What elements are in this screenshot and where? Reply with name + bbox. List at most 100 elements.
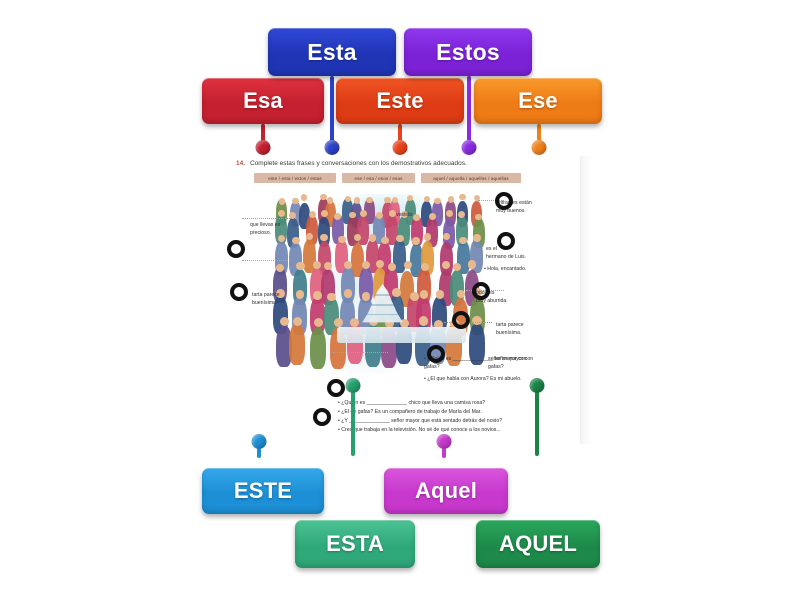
crowd-figure-head <box>375 260 385 269</box>
crowd-figure-head <box>458 211 466 219</box>
connector-stem <box>351 384 355 456</box>
crowd-figure <box>298 202 310 229</box>
crowd-figure-head <box>409 291 419 301</box>
crowd-figure-head <box>353 233 362 242</box>
crowd-figure <box>356 215 369 246</box>
crowd-figure-head <box>368 234 377 242</box>
drop-target-t5[interactable] <box>472 282 490 300</box>
crowd-figure-head <box>459 236 467 245</box>
connector-aquel <box>529 378 545 465</box>
label-ese[interactable]: Ese <box>474 78 602 124</box>
dialogue-line: • ¿Quién es ______________ señor mayor c… <box>424 356 534 362</box>
crowd-figure-head <box>453 262 462 271</box>
crowd-figure-head <box>384 197 391 204</box>
label-esta[interactable]: ESTA <box>295 520 415 568</box>
crowd-figure-head <box>381 236 389 245</box>
label-esta[interactable]: Esta <box>268 28 396 76</box>
connector-stem <box>257 440 261 458</box>
crowd-figure-head <box>375 212 383 220</box>
crowd-figure <box>302 239 316 274</box>
drop-target-t2[interactable] <box>497 232 515 250</box>
drop-target-t4[interactable] <box>230 283 248 301</box>
connector-stem <box>442 440 446 458</box>
connector-este <box>251 434 267 467</box>
label-este[interactable]: ESTE <box>202 468 324 514</box>
crowd-figure-head <box>473 194 480 202</box>
crowd-figure-head <box>434 197 441 204</box>
connector-ball <box>531 140 547 155</box>
crowd-figure-head <box>313 290 322 300</box>
crowd-figure-head <box>399 318 409 328</box>
exercise-instruction: Complete estas frases y conversaciones c… <box>250 160 467 167</box>
crowd-figure-head <box>400 210 408 218</box>
drop-target-nub <box>237 297 241 300</box>
label-este[interactable]: Este <box>336 78 464 124</box>
crowd-figure-head <box>349 211 357 219</box>
crowd-figure-head <box>333 318 344 328</box>
drop-target-nub <box>434 359 438 362</box>
crowd-figure-head <box>292 197 299 205</box>
connector-ball <box>345 378 361 393</box>
annotation-text: tarta parece buenísima. <box>252 292 280 306</box>
connector-ball <box>255 140 271 155</box>
illustration-table <box>336 327 467 344</box>
drop-target-nub <box>479 296 483 299</box>
drop-target-nub <box>234 254 238 257</box>
exercise-number: 14. <box>236 160 246 167</box>
drop-target-nub <box>504 246 508 249</box>
crowd-figure-head <box>447 196 454 203</box>
drop-target-t7[interactable] <box>427 345 445 363</box>
connector-ball <box>461 140 477 155</box>
crowd-figure-head <box>308 210 316 218</box>
crowd-figure-head <box>279 316 289 326</box>
crowd-figure <box>393 239 407 274</box>
crowd-figure <box>382 202 394 229</box>
label-aquel[interactable]: AQUEL <box>476 520 600 568</box>
crowd-figure-head <box>403 260 412 269</box>
connector-ball <box>392 140 408 155</box>
crowd-figure-head <box>295 290 305 300</box>
word-bank-este: este / esta / estos / estas <box>254 173 336 183</box>
drop-target-t9[interactable] <box>313 408 331 426</box>
annotation-text: señor mayor con gafas? <box>488 356 527 370</box>
crowd-figure <box>350 242 364 277</box>
leader-line <box>242 260 290 261</box>
connector-este <box>392 124 408 157</box>
annotation-text: que llevas es precioso. <box>250 222 281 236</box>
drop-target-t1[interactable] <box>495 192 513 210</box>
crowd-figure-head <box>361 292 371 302</box>
drop-target-t3[interactable] <box>227 240 245 258</box>
connector-esta <box>324 76 340 157</box>
crowd-figure-head <box>353 197 361 204</box>
crowd-figure-head <box>278 198 285 205</box>
label-text: ESTE <box>233 478 293 503</box>
label-text: Esta <box>307 38 357 65</box>
crowd-figure-head <box>419 290 429 299</box>
dialogue-line: • ¿El de gafas? Es un compañero de traba… <box>338 409 482 415</box>
crowd-figure-head <box>326 292 336 302</box>
connector-stem <box>537 124 541 142</box>
connector-ball <box>529 378 545 393</box>
label-estos[interactable]: Estos <box>404 28 532 76</box>
crowd-figure-head <box>320 233 328 242</box>
crowd-figure-head <box>396 234 404 243</box>
word-bank-aquel: aquel / aquella / aquellos / aquellas <box>421 173 521 183</box>
connector-stem <box>467 76 471 142</box>
drop-target-t8[interactable] <box>327 379 345 397</box>
annotation-text: • Hola, encantado. <box>484 266 527 272</box>
crowd-figure-head <box>289 212 297 219</box>
crowd-figure-head <box>320 193 327 200</box>
crowd-figure-head <box>326 197 334 204</box>
crowd-figure <box>324 201 336 228</box>
label-aquel[interactable]: Aquel <box>384 468 508 514</box>
crowd-figure-head <box>387 262 396 271</box>
crowd-figure-head <box>338 235 346 244</box>
label-esa[interactable]: Esa <box>202 78 324 124</box>
crowd-figure-head <box>446 210 454 218</box>
drop-target-t6[interactable] <box>452 311 470 329</box>
connector-ese <box>531 124 547 157</box>
dialogue-line: • Creo que trabaja en la televisión. No … <box>338 427 501 433</box>
dialogue-line: • ¿Y ______________ señor mayor que está… <box>338 418 503 424</box>
crowd-figure-head <box>343 260 352 269</box>
connector-stem <box>261 124 265 142</box>
